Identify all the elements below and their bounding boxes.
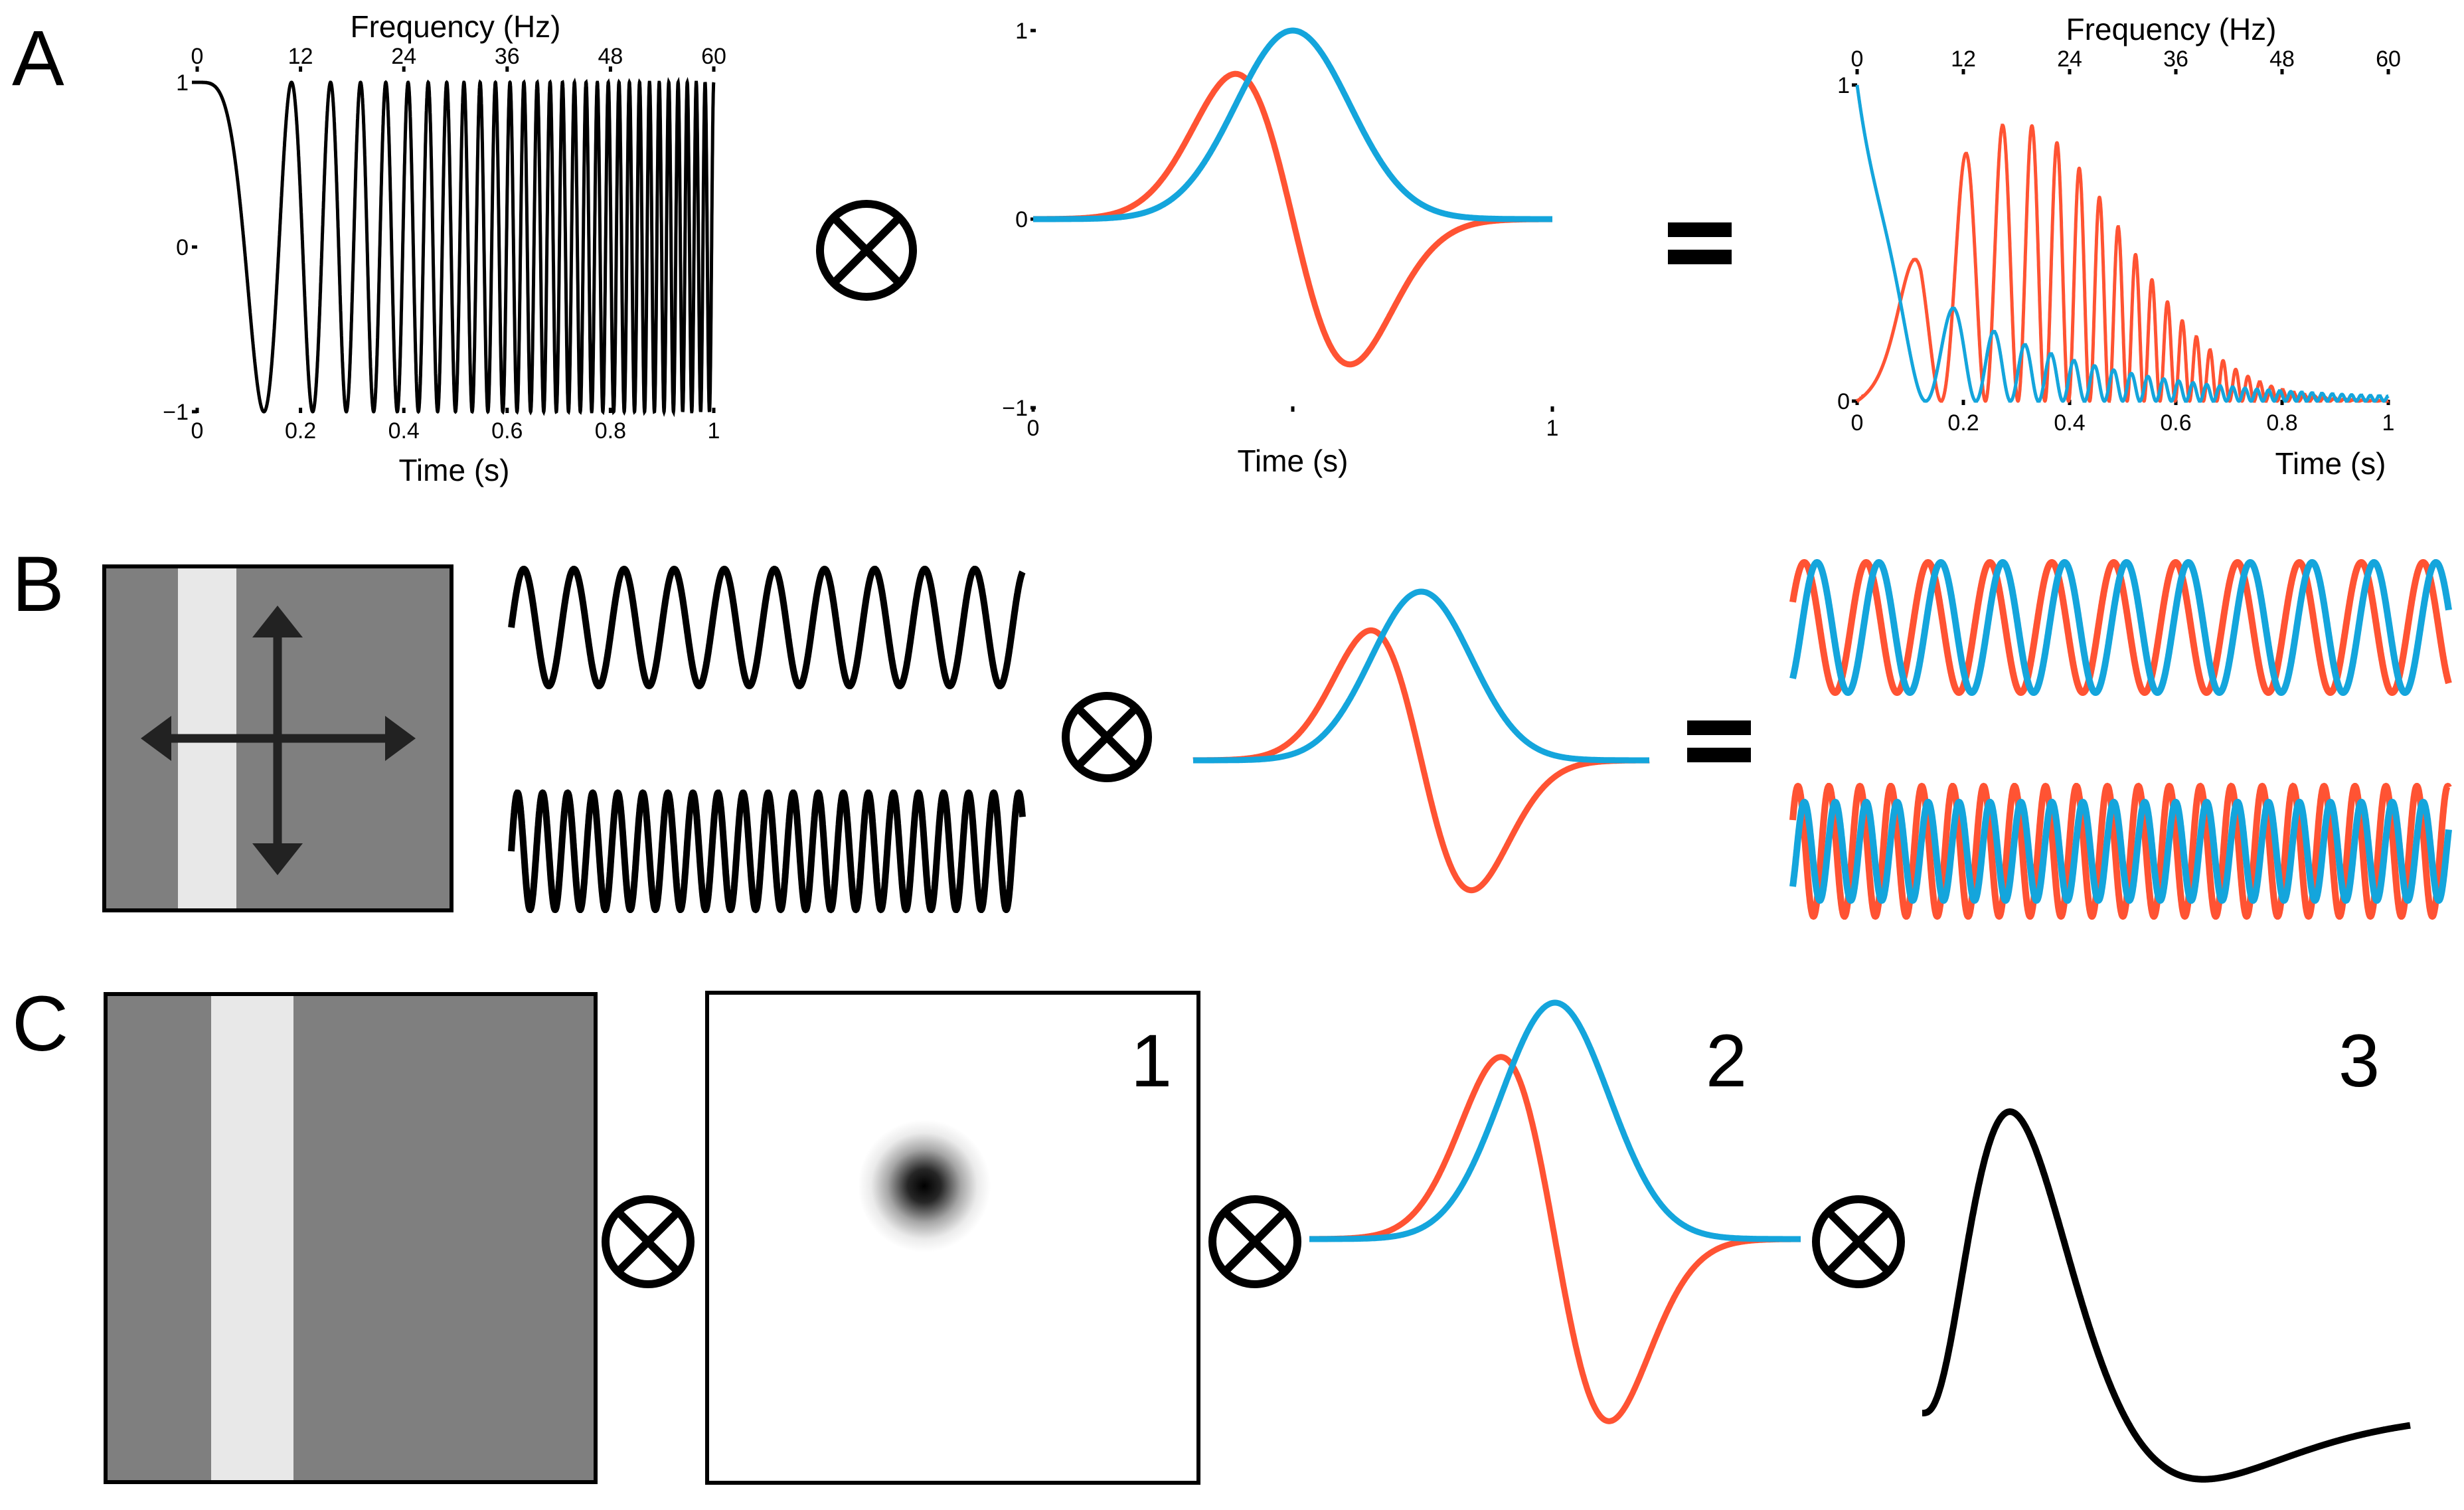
chirp-bottom-tick-label: 0.4 [388,418,420,444]
chirp-y-ticks: 1 0 −1 [163,70,197,425]
response-red-line [1855,124,2390,403]
chirp-plot: Frequency (Hz) 0 12 24 36 48 60 0 0.2 0.4 0.6 0.8… [163,9,726,487]
response-top-tick-label: 60 [2376,46,2401,72]
filter-y-tick-label: −1 [1002,396,1028,421]
fast-response-blue-line [1789,798,2452,904]
chirp-y-tick-label: 0 [176,235,189,260]
stage-label-2: 2 [1706,1019,1747,1102]
chirp-bottom-tick-label: 0 [191,418,204,444]
response-bottom-tick-label: 0 [1851,410,1864,436]
response-top-tick-label: 0 [1851,46,1864,72]
response-bottom-ticks: 0 0.2 0.4 0.6 0.8 1 [1851,400,2395,436]
bar-stimulus-c [104,992,598,1484]
panel-label-a: A [12,15,64,102]
filter-y-tick-label: 0 [1015,207,1028,232]
slow-response-blue-line [1789,559,2452,696]
response-bottom-axis-label: Time (s) [2275,446,2386,481]
chirp-line [197,76,716,418]
motion-arrows-icon [141,606,416,875]
chirp-top-ticks: 0 12 24 36 48 60 [191,44,726,72]
spatial-filter-box [705,991,1200,1485]
response-plot: Frequency (Hz) 0 12 24 36 48 60 0 0.2 0.4 0.6 0.8… [1837,12,2401,481]
equals-operator-a [1668,222,1732,264]
chirp-bottom-axis-label: Time (s) [399,453,510,487]
gaussian-spatial-filter [858,1120,991,1252]
fast-response-red-line [1789,782,2452,920]
filter-b-red-line [1192,627,1650,894]
temporal-filter-line [1922,1108,2411,1483]
response-top-tick-label: 36 [2163,46,2188,72]
chirp-bottom-tick-label: 0.8 [595,418,626,444]
chirp-y-tick-label: 1 [176,70,189,96]
response-top-tick-label: 12 [1951,46,1976,72]
chirp-bottom-tick-label: 1 [708,418,720,444]
panel-label-c: C [12,980,68,1068]
response-top-tick-label: 48 [2269,46,2295,72]
chirp-top-tick-label: 48 [598,44,623,69]
chirp-bottom-tick-label: 0.2 [285,418,316,444]
response-top-axis-label: Frequency (Hz) [2066,12,2277,46]
chirp-y-tick-label: −1 [163,400,189,425]
chirp-top-tick-label: 60 [701,44,726,69]
filter-y-ticks: 1 0 −1 [1002,19,1036,421]
response-top-ticks: 0 12 24 36 48 60 [1851,46,2401,74]
filter-c-blue-line [1309,999,1801,1242]
convolve-operator-c1 [602,1195,695,1288]
panel-label-b: B [12,541,64,628]
slow-sine-stimulus [508,566,1026,689]
filter-bottom-tick-label: 1 [1546,416,1559,441]
fast-sine-stimulus [508,789,1026,914]
stage-label-3: 3 [2339,1019,2380,1102]
filter-bottom-tick-label: 0 [1027,416,1040,441]
response-y-tick-label: 1 [1837,73,1850,98]
response-bottom-tick-label: 0.6 [2160,410,2191,436]
convolve-operator-a1 [816,200,917,301]
convolve-operator-c2 [1208,1195,1301,1288]
filter-y-tick-label: 1 [1015,19,1028,44]
chirp-top-tick-label: 0 [191,44,204,69]
stage-label-1: 1 [1131,1019,1172,1102]
response-bottom-tick-label: 1 [2382,410,2395,436]
filter-bottom-axis-label: Time (s) [1238,444,1349,478]
filter-blue-line [1033,27,1552,222]
response-top-tick-label: 24 [2057,46,2082,72]
chirp-top-tick-label: 12 [288,44,313,69]
filter-b-blue-line [1193,588,1649,764]
convolve-operator-b [1062,692,1152,782]
chirp-top-axis-label: Frequency (Hz) [351,9,561,44]
response-y-tick-label: 0 [1837,389,1850,414]
chirp-bottom-ticks: 0 0.2 0.4 0.6 0.8 1 [191,408,720,444]
response-y-ticks: 10 [1837,73,1857,414]
response-bottom-tick-label: 0.8 [2266,410,2297,436]
chirp-top-tick-label: 36 [495,44,520,69]
filter-red-line [1033,70,1552,368]
chirp-top-tick-label: 24 [391,44,416,69]
convolve-operator-c3 [1812,1195,1905,1288]
filter-c-red-line [1309,1054,1801,1424]
response-blue-line [1855,84,2390,403]
equals-operator-b [1687,720,1751,762]
chirp-bottom-tick-label: 0.6 [491,418,523,444]
response-bottom-tick-label: 0.2 [1947,410,1979,436]
response-bottom-tick-label: 0.4 [2054,410,2085,436]
